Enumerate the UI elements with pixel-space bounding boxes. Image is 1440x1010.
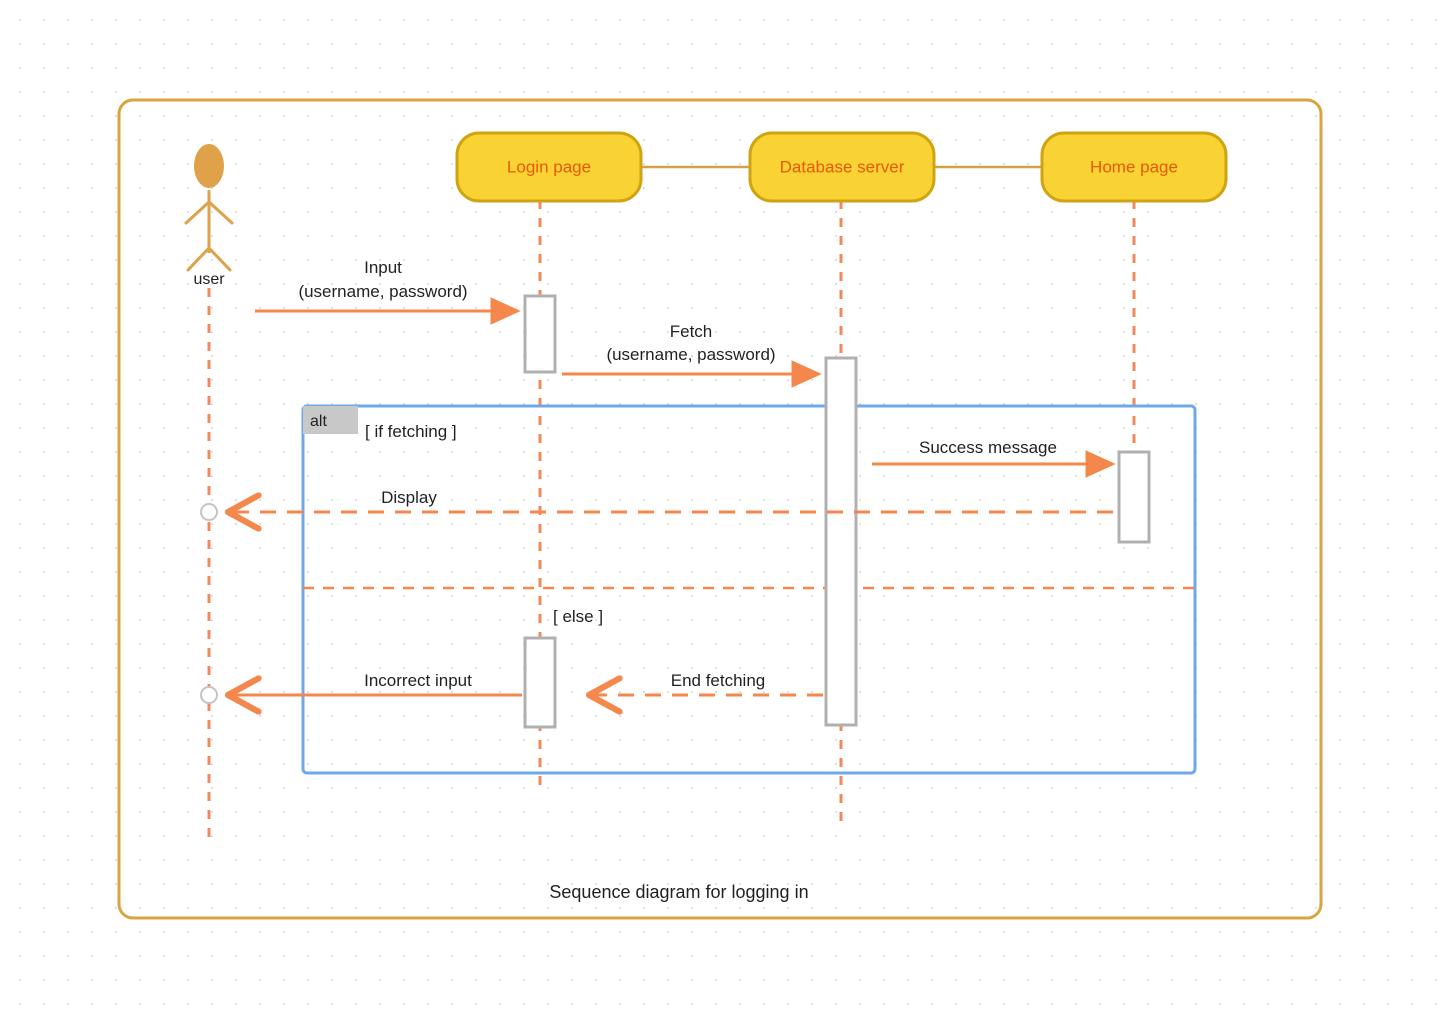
actor-legs — [186, 246, 232, 272]
message-input[interactable]: Input (username, password) — [255, 258, 521, 325]
activation-home-1[interactable] — [1117, 450, 1151, 544]
message-input-label-line2: (username, password) — [298, 282, 467, 301]
message-display-label: Display — [381, 488, 437, 507]
message-end-fetching-label: End fetching — [671, 671, 766, 690]
diagram-caption: Sequence diagram for logging in — [549, 882, 808, 902]
message-incorrect-input[interactable]: Incorrect input — [200, 671, 522, 704]
activation-login-1[interactable] — [523, 294, 557, 374]
fragment-border — [301, 404, 1197, 775]
message-fetch-label-line2: (username, password) — [606, 345, 775, 364]
message-incorrect-input-endpoint-circle — [200, 686, 218, 704]
participant-login-label: Login page — [507, 157, 591, 176]
participant-login-box[interactable] — [455, 131, 643, 203]
diagram-frame — [117, 98, 1323, 920]
actor-user-label: user — [193, 271, 225, 288]
actor-head-icon — [194, 144, 224, 188]
activation-db-1[interactable] — [824, 356, 858, 727]
message-success-label: Success message — [919, 438, 1057, 457]
participant-db-label: Database server — [780, 157, 905, 176]
fragment-operator-tab — [303, 406, 358, 434]
combined-fragment-alt[interactable]: alt [ if fetching ] [ else ] — [301, 404, 1197, 775]
message-display[interactable]: Display — [200, 488, 1113, 521]
participant-home[interactable]: Home page — [1040, 131, 1228, 203]
actor-arms — [184, 200, 234, 225]
participant-db[interactable]: Database server — [748, 131, 936, 203]
fragment-operator-label: alt — [310, 413, 327, 430]
activation-login-2[interactable] — [523, 636, 557, 729]
message-fetch[interactable]: Fetch (username, password) — [562, 322, 822, 388]
message-incorrect-input-label: Incorrect input — [364, 671, 472, 690]
actor-user[interactable]: user — [184, 144, 234, 288]
fragment-guard-else: [ else ] — [553, 607, 603, 626]
message-fetch-label-line1: Fetch — [670, 322, 713, 341]
message-input-label-line1: Input — [364, 258, 402, 277]
participant-home-box[interactable] — [1040, 131, 1228, 203]
participant-db-box[interactable] — [748, 131, 936, 203]
participant-login[interactable]: Login page — [455, 131, 643, 203]
participant-home-label: Home page — [1090, 157, 1178, 176]
fragment-guard-if-fetching: [ if fetching ] — [365, 422, 457, 441]
message-success[interactable]: Success message — [872, 438, 1116, 478]
message-display-endpoint-circle — [200, 503, 218, 521]
message-end-fetching[interactable]: End fetching — [589, 671, 823, 695]
